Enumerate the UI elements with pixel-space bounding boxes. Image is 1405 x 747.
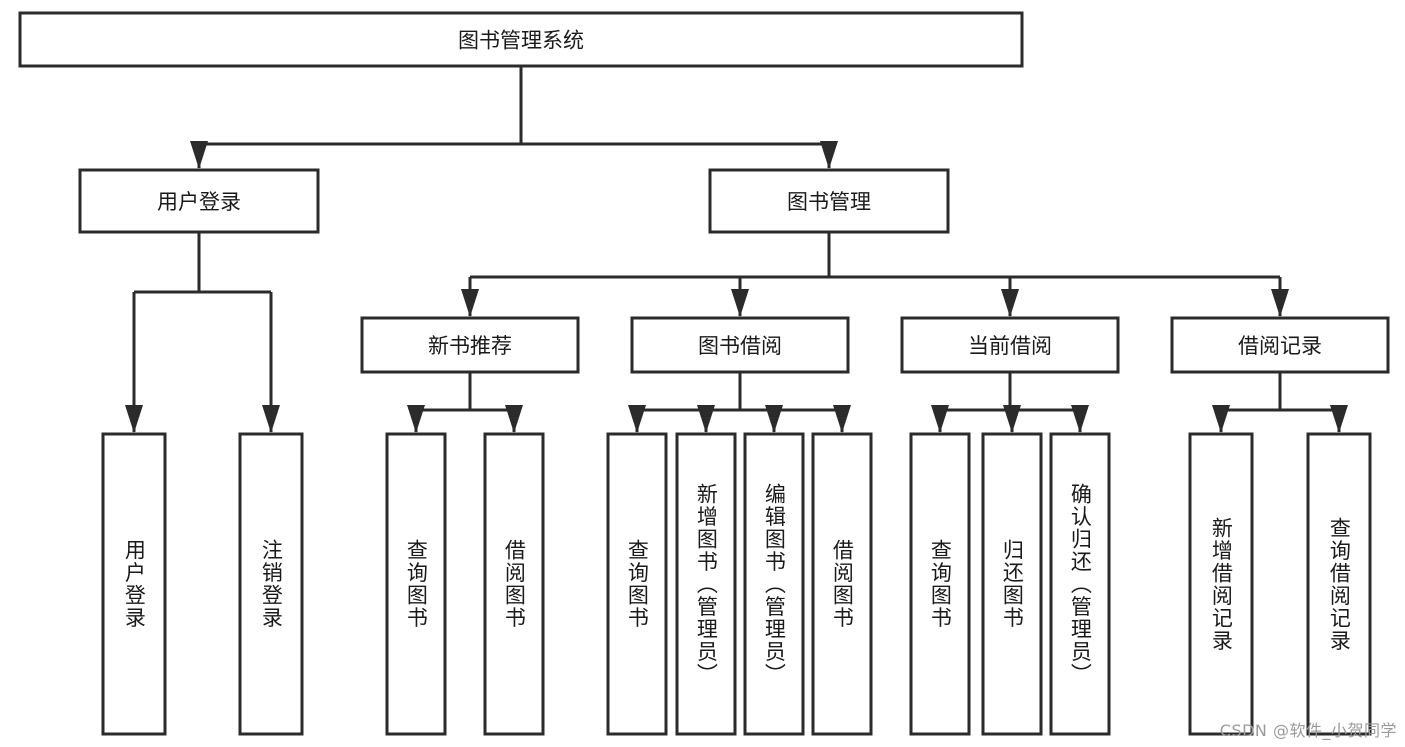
arrow-head-icon — [820, 141, 838, 169]
node-level3-box-1[interactable] — [630, 316, 850, 374]
node-level3-label-2: 当前借阅 — [968, 334, 1052, 358]
node-leaf-box-4[interactable] — [606, 432, 668, 736]
arrow-head-icon — [190, 141, 208, 169]
arrow-head-icon — [1271, 289, 1289, 317]
node-leaf-box-9[interactable] — [981, 432, 1043, 736]
node-leaf-box-12[interactable] — [1306, 432, 1372, 736]
node-leaf-box-8[interactable] — [909, 432, 971, 736]
node-leaf-box-2[interactable] — [385, 432, 447, 736]
node-level3-label-0: 新书推荐 — [428, 334, 512, 358]
node-leaf-box-6[interactable] — [743, 432, 805, 736]
boxes-layer — [18, 11, 1390, 736]
arrow-head-icon — [1071, 405, 1089, 433]
arrow-head-icon — [628, 405, 646, 433]
node-level3-box-0[interactable] — [360, 316, 580, 374]
watermark-text: CSDN @软件_小贺同学 — [1219, 721, 1397, 740]
node-level2-box-1[interactable] — [708, 168, 950, 234]
node-leaf-box-11[interactable] — [1188, 432, 1254, 736]
arrow-head-icon — [731, 289, 749, 317]
arrow-head-icon — [505, 405, 523, 433]
arrow-head-icon — [833, 405, 851, 433]
arrow-head-icon — [461, 289, 479, 317]
node-level3-box-2[interactable] — [900, 316, 1120, 374]
connectors-layer — [125, 66, 1348, 433]
node-level2-label-0: 用户登录 — [157, 190, 241, 214]
node-leaf-box-0[interactable] — [101, 432, 167, 736]
node-leaf-box-3[interactable] — [483, 432, 545, 736]
node-level2-label-1: 图书管理 — [787, 190, 871, 214]
arrow-head-icon — [262, 405, 280, 433]
arrow-head-icon — [1003, 405, 1021, 433]
arrow-head-icon — [407, 405, 425, 433]
arrow-head-icon — [1330, 405, 1348, 433]
node-root-label: 图书管理系统 — [458, 29, 584, 53]
node-leaf-box-10[interactable] — [1049, 432, 1111, 736]
node-level3-label-1: 图书借阅 — [698, 334, 782, 358]
arrow-head-icon — [697, 405, 715, 433]
node-leaf-box-1[interactable] — [238, 432, 304, 736]
arrow-head-icon — [765, 405, 783, 433]
node-root-box[interactable] — [18, 11, 1024, 68]
node-leaf-box-7[interactable] — [811, 432, 873, 736]
arrow-head-icon — [125, 405, 143, 433]
arrow-head-icon — [1212, 405, 1230, 433]
arrow-head-icon — [931, 405, 949, 433]
node-level3-box-3[interactable] — [1170, 316, 1390, 374]
node-leaf-box-5[interactable] — [675, 432, 737, 736]
node-level3-label-3: 借阅记录 — [1238, 334, 1322, 358]
arrow-head-icon — [1001, 289, 1019, 317]
node-level2-box-0[interactable] — [78, 168, 320, 234]
